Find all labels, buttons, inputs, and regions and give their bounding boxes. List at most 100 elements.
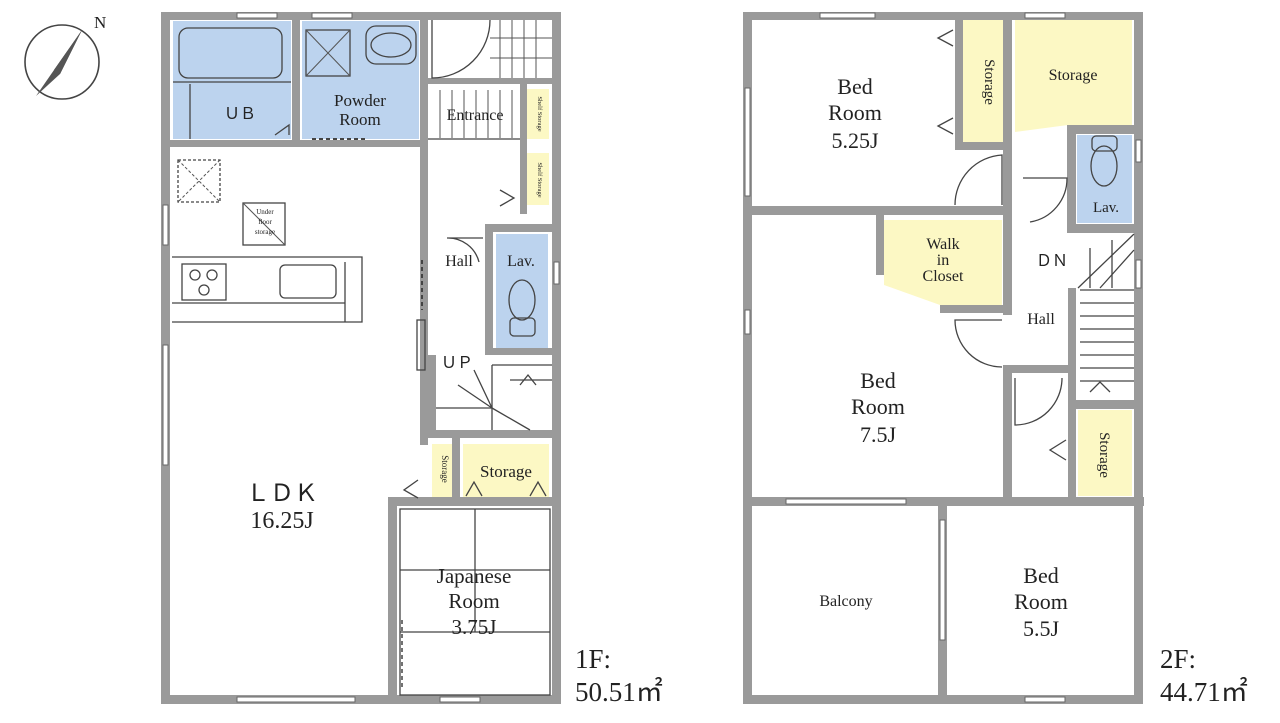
underfloor-storage-icon xyxy=(242,202,286,246)
wall-1f-japanese-left xyxy=(388,497,397,697)
compass-north-label: N xyxy=(94,13,106,32)
lav-2f-label: Lav. xyxy=(1093,200,1119,216)
door-lav-2f-icon xyxy=(1023,177,1068,223)
japanese-room-label-2: Room xyxy=(448,589,499,613)
storage-1f-label: Storage xyxy=(480,462,532,481)
door-marker-storage-v-1 xyxy=(936,29,954,47)
wall-2f-top xyxy=(743,12,1143,20)
entrance-label: Entrance xyxy=(447,107,504,124)
window-2f-storage xyxy=(1024,12,1066,19)
window-1f-ub xyxy=(236,12,278,19)
washing-machine-icon xyxy=(305,29,351,77)
stove-icon xyxy=(181,263,227,301)
bed3-label-2: Room xyxy=(1014,589,1068,614)
storage-right-label: Storage xyxy=(1096,432,1112,478)
wall-1f-entrance-top xyxy=(428,78,553,84)
compass-needle-tail xyxy=(36,30,82,96)
wall-2f-wic-bottom xyxy=(940,305,1012,313)
stairs-2f xyxy=(1077,233,1135,393)
storage-vertical-area xyxy=(963,20,1003,142)
wall-2f-storage-right xyxy=(1003,20,1012,150)
window-2f-bed3-bottom xyxy=(1024,696,1066,703)
wall-2f-bed1-bottom xyxy=(752,206,1008,215)
door-marker-ub xyxy=(274,123,290,136)
wall-1f-stair-left xyxy=(428,355,436,435)
compass: N xyxy=(24,13,106,100)
walk-in-closet-area xyxy=(884,220,1002,305)
door-bed2-icon xyxy=(954,319,1003,368)
hall-1f-label: Hall xyxy=(445,253,473,270)
lav-1f-area xyxy=(496,234,548,348)
ub-area xyxy=(173,21,291,139)
bed1-label-1: Bed xyxy=(837,74,872,99)
door-marker-storage-1 xyxy=(465,480,483,497)
window-2f-bed1-left xyxy=(744,87,751,197)
door-marker-hall xyxy=(499,189,516,207)
storage-top-label: Storage xyxy=(1049,67,1098,84)
floor-1-title: 1F: xyxy=(575,644,611,674)
floor-2-area: 44.71㎡ xyxy=(1160,677,1248,707)
walk-in-closet-label-2: in xyxy=(937,252,949,269)
entrance-step-lines xyxy=(439,90,513,138)
window-2f-bed1 xyxy=(819,12,876,19)
wall-2f-lav-bottom xyxy=(1067,224,1142,233)
window-1f-ldk-left xyxy=(162,344,169,466)
tatami-mats xyxy=(399,508,551,696)
ldk-size-label: 16.25J xyxy=(250,508,313,534)
wall-1f-bath-bottom xyxy=(170,140,420,147)
underfloor-label-2: floor xyxy=(258,218,272,226)
bed2-label-1: Bed xyxy=(860,368,895,393)
wall-1f-lav-top xyxy=(485,224,552,232)
storage-small-1f-label: Storage xyxy=(440,455,450,483)
door-marker-storage-right xyxy=(1048,439,1067,461)
storage-right-area xyxy=(1078,410,1132,496)
wall-1f-shelf xyxy=(520,84,527,214)
bed1-label-2: Room xyxy=(828,100,882,125)
wall-2f-lav-left xyxy=(1067,125,1076,225)
kitchen-counter xyxy=(172,256,363,323)
wall-2f-lav-top xyxy=(1067,125,1142,134)
floor-1: ＵＢ Powder Room Entrance Shelf Storage Sh… xyxy=(161,12,663,707)
window-1f-powder xyxy=(311,12,353,19)
window-1f-lav xyxy=(553,261,560,285)
wall-2f-storage-right-top xyxy=(1068,400,1142,409)
lav-2f-area xyxy=(1077,135,1132,223)
wall-2f-storage-bottom xyxy=(955,142,1012,150)
entrance-door-icon xyxy=(431,19,491,79)
balcony-label: Balcony xyxy=(819,593,872,610)
toilet-1f-icon xyxy=(508,279,536,321)
wall-2f-left xyxy=(743,12,752,704)
door-hall-icon xyxy=(446,237,483,263)
powder-room-area xyxy=(302,21,419,139)
hall-2f-label: Hall xyxy=(1027,311,1055,328)
japanese-room-size: 3.75J xyxy=(452,615,497,639)
door-bed3-icon xyxy=(1014,377,1063,426)
floor-1-area: 50.51㎡ xyxy=(575,677,663,707)
powder-room-label-2: Room xyxy=(339,110,381,129)
underfloor-label-1: Under xyxy=(256,208,274,216)
window-1f-ldk-bottom xyxy=(236,696,356,703)
stairs-1f xyxy=(436,364,552,431)
walk-in-closet-label-3: Closet xyxy=(923,268,964,285)
entrance-tiles xyxy=(490,20,552,78)
underfloor-label-3: storage xyxy=(255,228,275,236)
window-1f-japanese-bottom xyxy=(439,696,481,703)
shelf-storage-1-area xyxy=(527,89,549,139)
window-1f-kitchen xyxy=(162,204,169,246)
toilet-2f-icon xyxy=(1090,145,1118,187)
shelf-storage-2-label: Shelf Storage xyxy=(536,162,543,197)
dn-label: ＤＮ xyxy=(1036,253,1068,270)
storage-top-area xyxy=(1015,20,1132,132)
door-marker-storage-v-2 xyxy=(936,117,954,135)
japanese-room-label-1: Japanese xyxy=(437,564,512,588)
wall-1f-lav-bottom xyxy=(485,348,552,355)
window-2f-stair xyxy=(1135,259,1142,289)
wall-2f-wic-right xyxy=(1003,215,1012,315)
shelf-storage-2-area xyxy=(527,153,549,205)
powder-room-label-1: Powder xyxy=(334,91,386,110)
storage-small-1f-area xyxy=(432,444,452,498)
bed2-size-label: 7.5J xyxy=(860,422,897,447)
bed2-label-2: Room xyxy=(851,394,905,419)
bathtub-icon xyxy=(178,27,283,79)
